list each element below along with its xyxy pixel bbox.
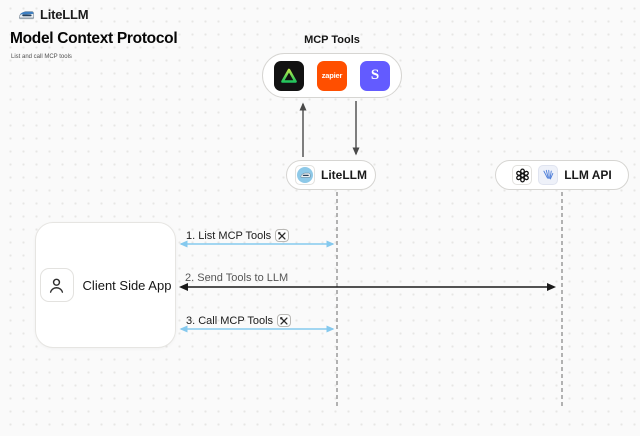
litellm-train-icon: [18, 8, 35, 21]
page-title: Model Context Protocol: [10, 30, 178, 47]
stripe-icon: S: [360, 60, 390, 91]
message-2-text: 2. Send Tools to LLM: [185, 272, 289, 284]
llm-api-node: LLM API: [495, 160, 629, 190]
message-send-tools-to-llm: 2. Send Tools to LLM: [185, 272, 288, 284]
crossed-tools-icon: [277, 314, 292, 327]
mcp-tools-label: MCP Tools: [304, 34, 360, 46]
page-subtitle: List and call MCP tools: [11, 54, 72, 60]
llm-api-node-label: LLM API: [564, 168, 612, 182]
message-1-text: 1. List MCP Tools: [186, 229, 272, 242]
llm-provider-icon: [538, 165, 559, 185]
openai-icon: [512, 165, 533, 185]
message-3-text: 3. Call MCP Tools: [186, 314, 274, 327]
litellm-node-label: LiteLLM: [321, 168, 367, 182]
person-icon: [39, 268, 74, 302]
brand: LiteLLM: [18, 7, 89, 22]
litellm-node: LiteLLM: [286, 160, 376, 190]
client-side-app-label: Client Side App: [82, 277, 172, 293]
green-triangle-tool-icon: [274, 60, 304, 91]
client-side-app-node: Client Side App: [35, 222, 176, 348]
brand-name: LiteLLM: [40, 7, 89, 22]
mcp-tools-node: zapier S: [262, 53, 402, 98]
zapier-icon: zapier: [317, 60, 347, 91]
message-list-mcp-tools: 1. List MCP Tools: [186, 229, 290, 242]
litellm-train-badge-icon: [295, 165, 315, 185]
crossed-tools-icon: [275, 229, 290, 242]
message-call-mcp-tools: 3. Call MCP Tools: [186, 314, 292, 327]
